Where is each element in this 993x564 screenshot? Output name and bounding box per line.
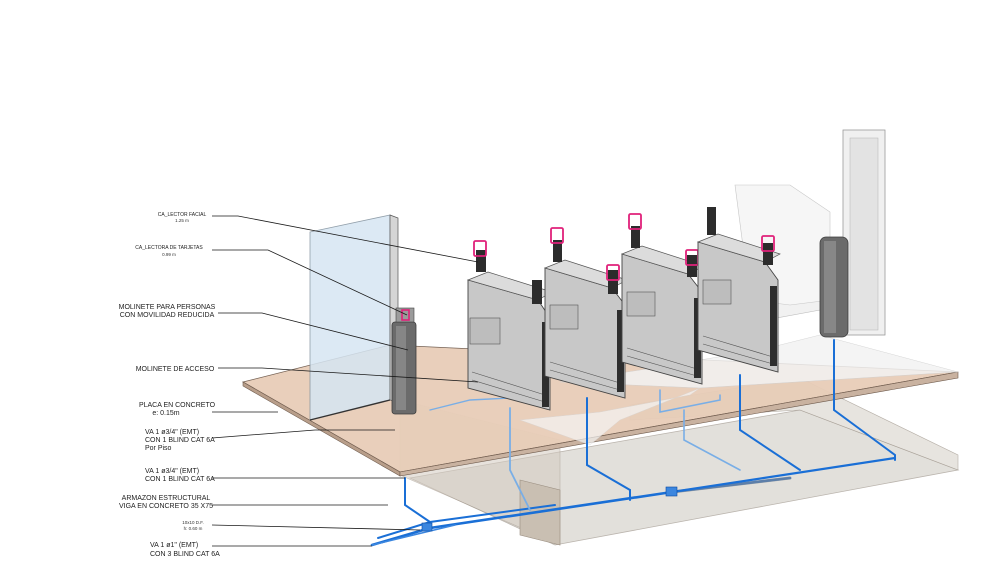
facial-reader-icon: [473, 240, 487, 257]
conduit-floor-label-2: CON 1 BLIND CAT 6A: [145, 437, 215, 444]
annotations: CA_LECTOR FACIAL 1.25 m CA_LECTORA DE TA…: [119, 212, 216, 417]
access-turnstile-2: [543, 227, 628, 399]
box-label-2: h: 0.60 m: [184, 526, 203, 531]
conduit-floor-label-1: VA 1 ø3/4" (EMT): [145, 429, 199, 436]
accessible-turnstile-post: [391, 307, 417, 415]
structure-label-1: ARMAZON ESTRUCTURAL: [122, 495, 211, 502]
facial-reader-icon: [606, 264, 620, 281]
annotations-bottom: ARMAZON ESTRUCTURAL VIGA EN CONCRETO 35 …: [119, 495, 213, 531]
card-reader-height: 0.99 m: [162, 252, 176, 257]
leader-lines: [211, 215, 479, 547]
access-turnstile-4: [696, 207, 781, 373]
access-turnstile-3: [620, 213, 705, 385]
conduit-label-2: CON 1 BLIND CAT 6A: [145, 476, 215, 483]
facial-reader-height: 1.25 m: [175, 218, 189, 223]
end-post: [819, 236, 849, 338]
main-conduit-label-1: VA 1 ø1" (EMT): [150, 542, 198, 549]
conduit-label-1: VA 1 ø3/4" (EMT): [145, 468, 199, 475]
facial-reader-icon: [761, 235, 775, 252]
access-turnstile-1: [466, 240, 553, 411]
access-turnstile-label: MOLINETE DE ACCESO: [136, 366, 215, 373]
box-label-1: 10x10 D.F.: [182, 520, 204, 525]
annotations-main: VA 1 ø1" (EMT) CON 3 BLIND CAT 6A: [150, 542, 220, 558]
glass-barrier: [309, 214, 399, 421]
junction-box-center: [665, 486, 678, 497]
accessible-turnstile-label-2: CON MOVILIDAD REDUCIDA: [120, 312, 215, 319]
facial-reader-icon: [628, 213, 642, 230]
junction-box-left: [421, 522, 433, 532]
accessible-turnstile-label-1: MOLINETE PARA PERSONAS: [119, 304, 216, 311]
card-reader-label: CA_LECTORA DE TARJETAS: [135, 245, 203, 251]
card-reader-icon: [401, 309, 410, 321]
conduit-network: [370, 339, 897, 547]
main-conduit-label-2: CON 3 BLIND CAT 6A: [150, 551, 220, 558]
annotations-left: VA 1 ø3/4" (EMT) CON 1 BLIND CAT 6A Por …: [145, 429, 215, 483]
slab-label-1: PLACA EN CONCRETO: [139, 402, 216, 409]
facial-reader-label: CA_LECTOR FACIAL: [158, 212, 207, 218]
structure-label-2: VIGA EN CONCRETO 35 X75: [119, 503, 213, 510]
slab-label-2: e: 0.15m: [152, 410, 179, 417]
conduit-floor-label-3: Por Piso: [145, 445, 172, 452]
facial-reader-icon: [550, 227, 564, 244]
